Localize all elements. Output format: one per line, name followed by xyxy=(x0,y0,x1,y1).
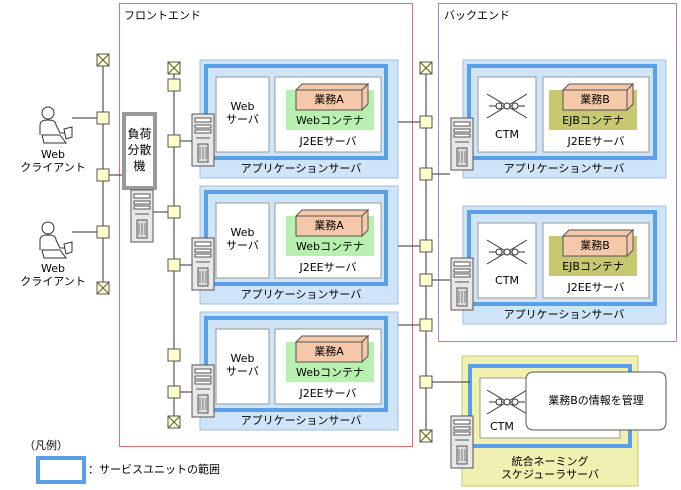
server-icon xyxy=(191,364,215,418)
task-box-b-1 xyxy=(561,82,635,112)
front-app-server-1 xyxy=(199,59,399,179)
backend-label: バックエンド xyxy=(444,9,510,22)
front-app-server-2 xyxy=(199,185,399,305)
j2ee-label: J2EEサーバ xyxy=(567,135,625,148)
client-person-icon xyxy=(39,221,73,259)
container-label: EJBコンテナ xyxy=(562,114,624,127)
container-label: Webコンテナ xyxy=(296,366,364,379)
server-icon xyxy=(191,237,215,291)
callout-text: 業務Bの情報を管理 xyxy=(548,394,644,407)
task-box-a-2 xyxy=(294,208,370,238)
j2ee-label: J2EEサーバ xyxy=(299,387,357,400)
client-person-icon xyxy=(39,106,73,144)
scheduler-label: 統合ネーミングスケジューラサーバ xyxy=(500,455,600,481)
j2ee-label: J2EEサーバ xyxy=(299,135,357,148)
load-balancer-server-icon xyxy=(130,189,154,243)
terminator-icon xyxy=(419,61,433,75)
task-label: 業務A xyxy=(314,93,344,106)
j2ee-label: J2EEサーバ xyxy=(299,261,357,274)
ctm-label: CTM xyxy=(490,420,514,433)
j2ee-label: J2EEサーバ xyxy=(567,281,625,294)
task-box-a-1 xyxy=(294,82,370,112)
load-balancer-label: 負荷分散機 xyxy=(127,127,152,173)
terminator-icon xyxy=(167,61,181,75)
terminator-icon xyxy=(167,415,181,429)
legend-description: ：サービスユニットの範囲 xyxy=(88,463,220,476)
backend-zone xyxy=(438,3,677,342)
task-label: 業務A xyxy=(314,345,344,358)
server-icon xyxy=(191,113,215,167)
task-box-a-3 xyxy=(294,334,370,364)
task-label: 業務A xyxy=(314,219,344,232)
load-balancer-frame xyxy=(122,112,157,190)
frontend-zone xyxy=(119,3,413,447)
legend-swatch xyxy=(36,456,86,484)
legend-title: （凡例） xyxy=(24,439,68,452)
app-server-label: アプリケーションサーバ xyxy=(503,162,625,175)
task-label: 業務B xyxy=(580,93,610,106)
app-server-label: アプリケーションサーバ xyxy=(503,308,625,321)
front-app-server-3 xyxy=(199,311,399,431)
terminator-icon xyxy=(96,53,110,67)
task-label: 業務B xyxy=(580,239,610,252)
frontend-label: フロントエンド xyxy=(124,9,201,22)
app-server-label: アプリケーションサーバ xyxy=(240,288,362,301)
task-box-b-2 xyxy=(561,228,635,258)
server-icon xyxy=(450,257,474,311)
terminator-icon xyxy=(96,281,110,295)
container-label: Webコンテナ xyxy=(296,240,364,253)
ctm-label: CTM xyxy=(495,128,519,141)
app-server-label: アプリケーションサーバ xyxy=(240,162,362,175)
container-label: EJBコンテナ xyxy=(562,260,624,273)
terminator-icon xyxy=(419,429,433,443)
app-server-label: アプリケーションサーバ xyxy=(240,414,362,427)
ctm-label: CTM xyxy=(495,274,519,287)
container-label: Webコンテナ xyxy=(296,114,364,127)
callout-bubble xyxy=(525,371,667,431)
